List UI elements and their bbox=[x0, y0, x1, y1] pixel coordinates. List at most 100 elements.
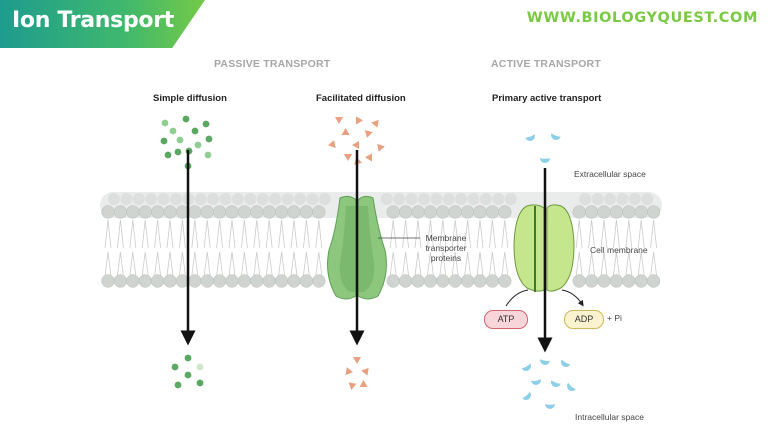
simple-diffusion-particles-inside bbox=[171, 354, 204, 389]
lipid-tail bbox=[290, 219, 295, 249]
lipid-head bbox=[597, 205, 611, 219]
website-url: WWW.BIOLOGYQUEST.COM bbox=[526, 10, 758, 26]
channel-protein bbox=[327, 195, 387, 300]
lipid-tail bbox=[203, 251, 208, 277]
lipid-head bbox=[225, 274, 239, 288]
lipid-tail bbox=[427, 219, 431, 249]
lipid-head bbox=[411, 205, 425, 219]
active-particle bbox=[561, 359, 571, 367]
lipid-head bbox=[250, 274, 264, 288]
adp-arrow bbox=[561, 289, 584, 307]
lipid-head-back bbox=[157, 193, 170, 205]
lipid-tail bbox=[591, 251, 595, 277]
lipid-head-back bbox=[467, 193, 480, 205]
lipid-head bbox=[274, 205, 289, 219]
lipid-tail bbox=[575, 251, 580, 277]
adp-badge: ADP bbox=[564, 310, 604, 329]
lipid-head bbox=[312, 205, 326, 219]
facilitated-particle bbox=[335, 117, 343, 124]
lipid-head bbox=[237, 274, 252, 288]
active-particle bbox=[521, 363, 531, 372]
lipid-tail bbox=[501, 219, 506, 249]
simple-particle bbox=[174, 381, 182, 389]
facilitated-particle bbox=[359, 380, 368, 387]
facilitated-particle bbox=[341, 128, 350, 135]
lipid-tail bbox=[467, 251, 471, 277]
lipid-tail bbox=[653, 251, 657, 277]
facilitated-particle bbox=[345, 367, 353, 376]
lipid-head-back bbox=[232, 193, 244, 205]
lipid-head bbox=[113, 274, 128, 288]
lipid-tail bbox=[616, 219, 620, 249]
lipid-tail bbox=[392, 251, 397, 277]
lipid-tail bbox=[231, 219, 236, 249]
lipid-head-back bbox=[442, 193, 455, 205]
lipid-tail bbox=[392, 219, 397, 249]
lipid-tail bbox=[303, 219, 307, 249]
lipid-head bbox=[163, 205, 177, 219]
active-particle bbox=[567, 382, 576, 391]
lipid-head bbox=[398, 274, 413, 288]
lipid-tail bbox=[219, 219, 223, 249]
lipid-head-back bbox=[269, 193, 282, 205]
lipid-head bbox=[299, 274, 314, 288]
simple-particle bbox=[176, 136, 184, 144]
lipid-tail bbox=[216, 219, 220, 249]
lipid-head bbox=[250, 205, 264, 219]
lipid-tail bbox=[451, 219, 456, 249]
lipid-tail bbox=[144, 251, 149, 277]
lipid-tail bbox=[402, 251, 406, 277]
lipid-tail bbox=[439, 251, 444, 277]
lipid-tail bbox=[141, 251, 146, 277]
lipid-head bbox=[287, 274, 301, 288]
lipid-head bbox=[597, 274, 611, 288]
lipid-tail bbox=[489, 219, 493, 249]
lipid-tail bbox=[414, 251, 419, 277]
atp-connector bbox=[505, 289, 529, 307]
lipid-tail bbox=[405, 219, 409, 249]
simple-particle bbox=[196, 363, 204, 371]
lipid-head bbox=[498, 274, 512, 288]
simple-particle bbox=[169, 127, 177, 135]
lipid-tail bbox=[430, 219, 434, 249]
lipid-head bbox=[609, 274, 624, 288]
pump-protein bbox=[513, 204, 575, 292]
active-particle bbox=[545, 404, 555, 409]
lipid-head bbox=[460, 274, 475, 288]
lipid-head bbox=[485, 205, 500, 219]
lipid-tail bbox=[439, 219, 444, 249]
lipid-tail bbox=[132, 251, 137, 277]
lipid-tail bbox=[107, 251, 112, 277]
lipid-head-back bbox=[579, 193, 592, 205]
lipid-tail bbox=[315, 251, 320, 277]
lipid-tail bbox=[191, 251, 196, 277]
lipid-head bbox=[634, 205, 648, 219]
lipid-head bbox=[448, 205, 462, 219]
lipid-tail bbox=[120, 251, 124, 277]
lipid-head bbox=[287, 205, 301, 219]
facilitated-particle bbox=[348, 382, 357, 390]
passive-transport-title: PASSIVE TRANSPORT bbox=[214, 58, 331, 70]
facilitated-particle bbox=[365, 153, 372, 162]
lipid-head bbox=[299, 205, 314, 219]
lipid-tail bbox=[464, 219, 468, 249]
lipid-tail bbox=[389, 219, 394, 249]
lipid-tail bbox=[454, 251, 459, 277]
lipid-tail bbox=[492, 251, 496, 277]
lipid-tail bbox=[256, 219, 261, 249]
lipid-tail bbox=[117, 219, 121, 249]
lipid-tail bbox=[129, 219, 134, 249]
page-title: Ion Transport bbox=[12, 8, 174, 33]
lipid-tail bbox=[179, 251, 183, 277]
lipid-head bbox=[312, 274, 326, 288]
lipid-tail bbox=[120, 219, 124, 249]
lipid-head bbox=[200, 274, 214, 288]
lipid-tail bbox=[640, 219, 645, 249]
lipid-head bbox=[398, 205, 413, 219]
lipid-head bbox=[646, 205, 661, 219]
lipid-tail bbox=[157, 251, 161, 277]
lipid-head-back bbox=[219, 193, 232, 205]
lipid-tail bbox=[417, 219, 422, 249]
lipid-tail bbox=[290, 251, 295, 277]
